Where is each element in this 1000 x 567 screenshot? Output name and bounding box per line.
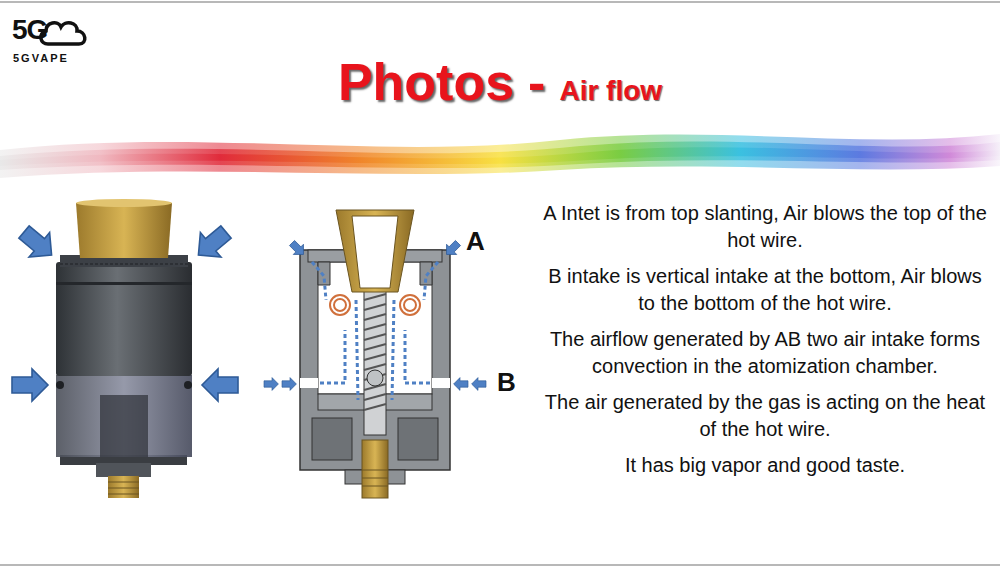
slide-title: Photos	[338, 52, 514, 112]
logo-mark: 5G	[12, 14, 47, 46]
logo-text: 5GVAPE	[13, 52, 69, 64]
text-column: A Intet is from top slanting, Air blows …	[540, 200, 990, 488]
description-note: The airflow generated by AB two air inta…	[540, 326, 990, 380]
callout-letter: A	[466, 226, 485, 257]
callout-letter: B	[497, 367, 516, 398]
description-note: The air generated by the gas is acting o…	[540, 389, 990, 443]
title-dash: -	[528, 52, 545, 112]
description-note: It has big vapor and good taste.	[540, 452, 990, 479]
title-row: Photos-Air flow	[0, 52, 1000, 112]
description-note: A Intet is from top slanting, Air blows …	[540, 200, 990, 254]
title-sub: Air flow	[559, 75, 662, 107]
description-note: B intake is vertical intake at the botto…	[540, 263, 990, 317]
